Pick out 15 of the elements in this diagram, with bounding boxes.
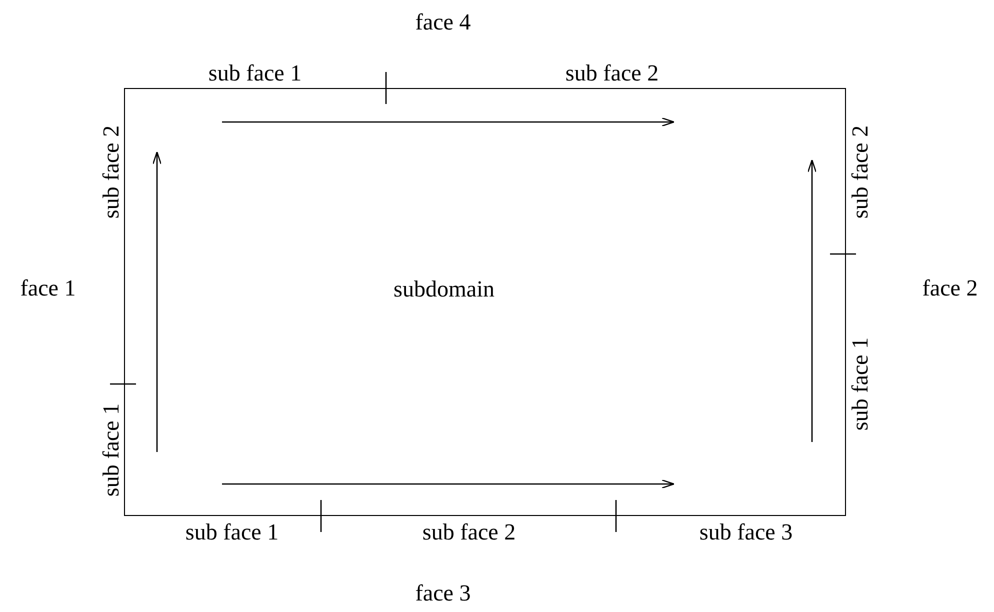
face-label: face 2 — [922, 276, 978, 300]
face-label: face 3 — [415, 582, 471, 604]
vertical-face-label: sub face 2 — [100, 125, 122, 219]
vertical-face-label: sub face 1 — [100, 403, 122, 497]
face-label: face 4 — [415, 10, 471, 34]
vertical-face-label: sub face 1 — [848, 337, 872, 431]
face-label: sub face 2 — [565, 62, 659, 84]
face-label: sub face 2 — [422, 520, 516, 544]
face-label: sub face 1 — [185, 520, 279, 544]
region-label: subdomain — [394, 278, 494, 300]
vertical-face-label: sub face 2 — [848, 125, 872, 219]
face-label: sub face 3 — [699, 520, 793, 544]
subdomain-rectangle — [124, 88, 846, 516]
face-label: face 1 — [20, 276, 76, 300]
face-label: sub face 1 — [208, 62, 302, 84]
